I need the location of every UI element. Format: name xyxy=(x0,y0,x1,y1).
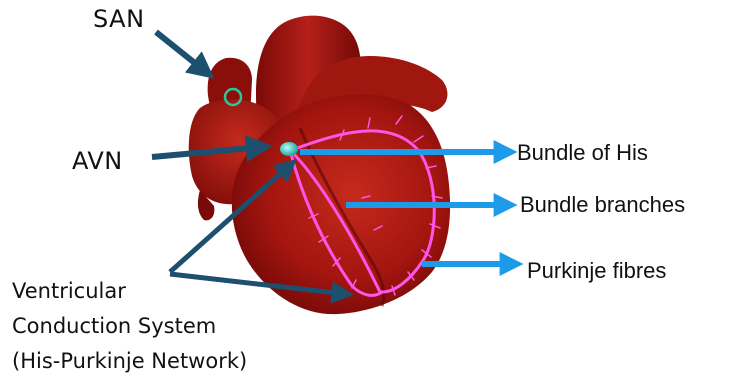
vcs-label-line2: Conduction System xyxy=(12,311,216,341)
avn-node xyxy=(280,142,298,156)
heart-illustration xyxy=(189,16,450,315)
purkinje-fibres-label: Purkinje fibres xyxy=(527,258,666,284)
bundle-of-his-label: Bundle of His xyxy=(517,140,648,166)
vcs-label-line3: (His-Purkinje Network) xyxy=(12,346,247,376)
avn-label: AVN xyxy=(72,147,123,175)
san-arrow xyxy=(156,32,206,72)
vcs-label-line1: Ventricular xyxy=(12,276,126,306)
bundle-branches-label: Bundle branches xyxy=(520,192,685,218)
san-label: SAN xyxy=(93,5,145,33)
